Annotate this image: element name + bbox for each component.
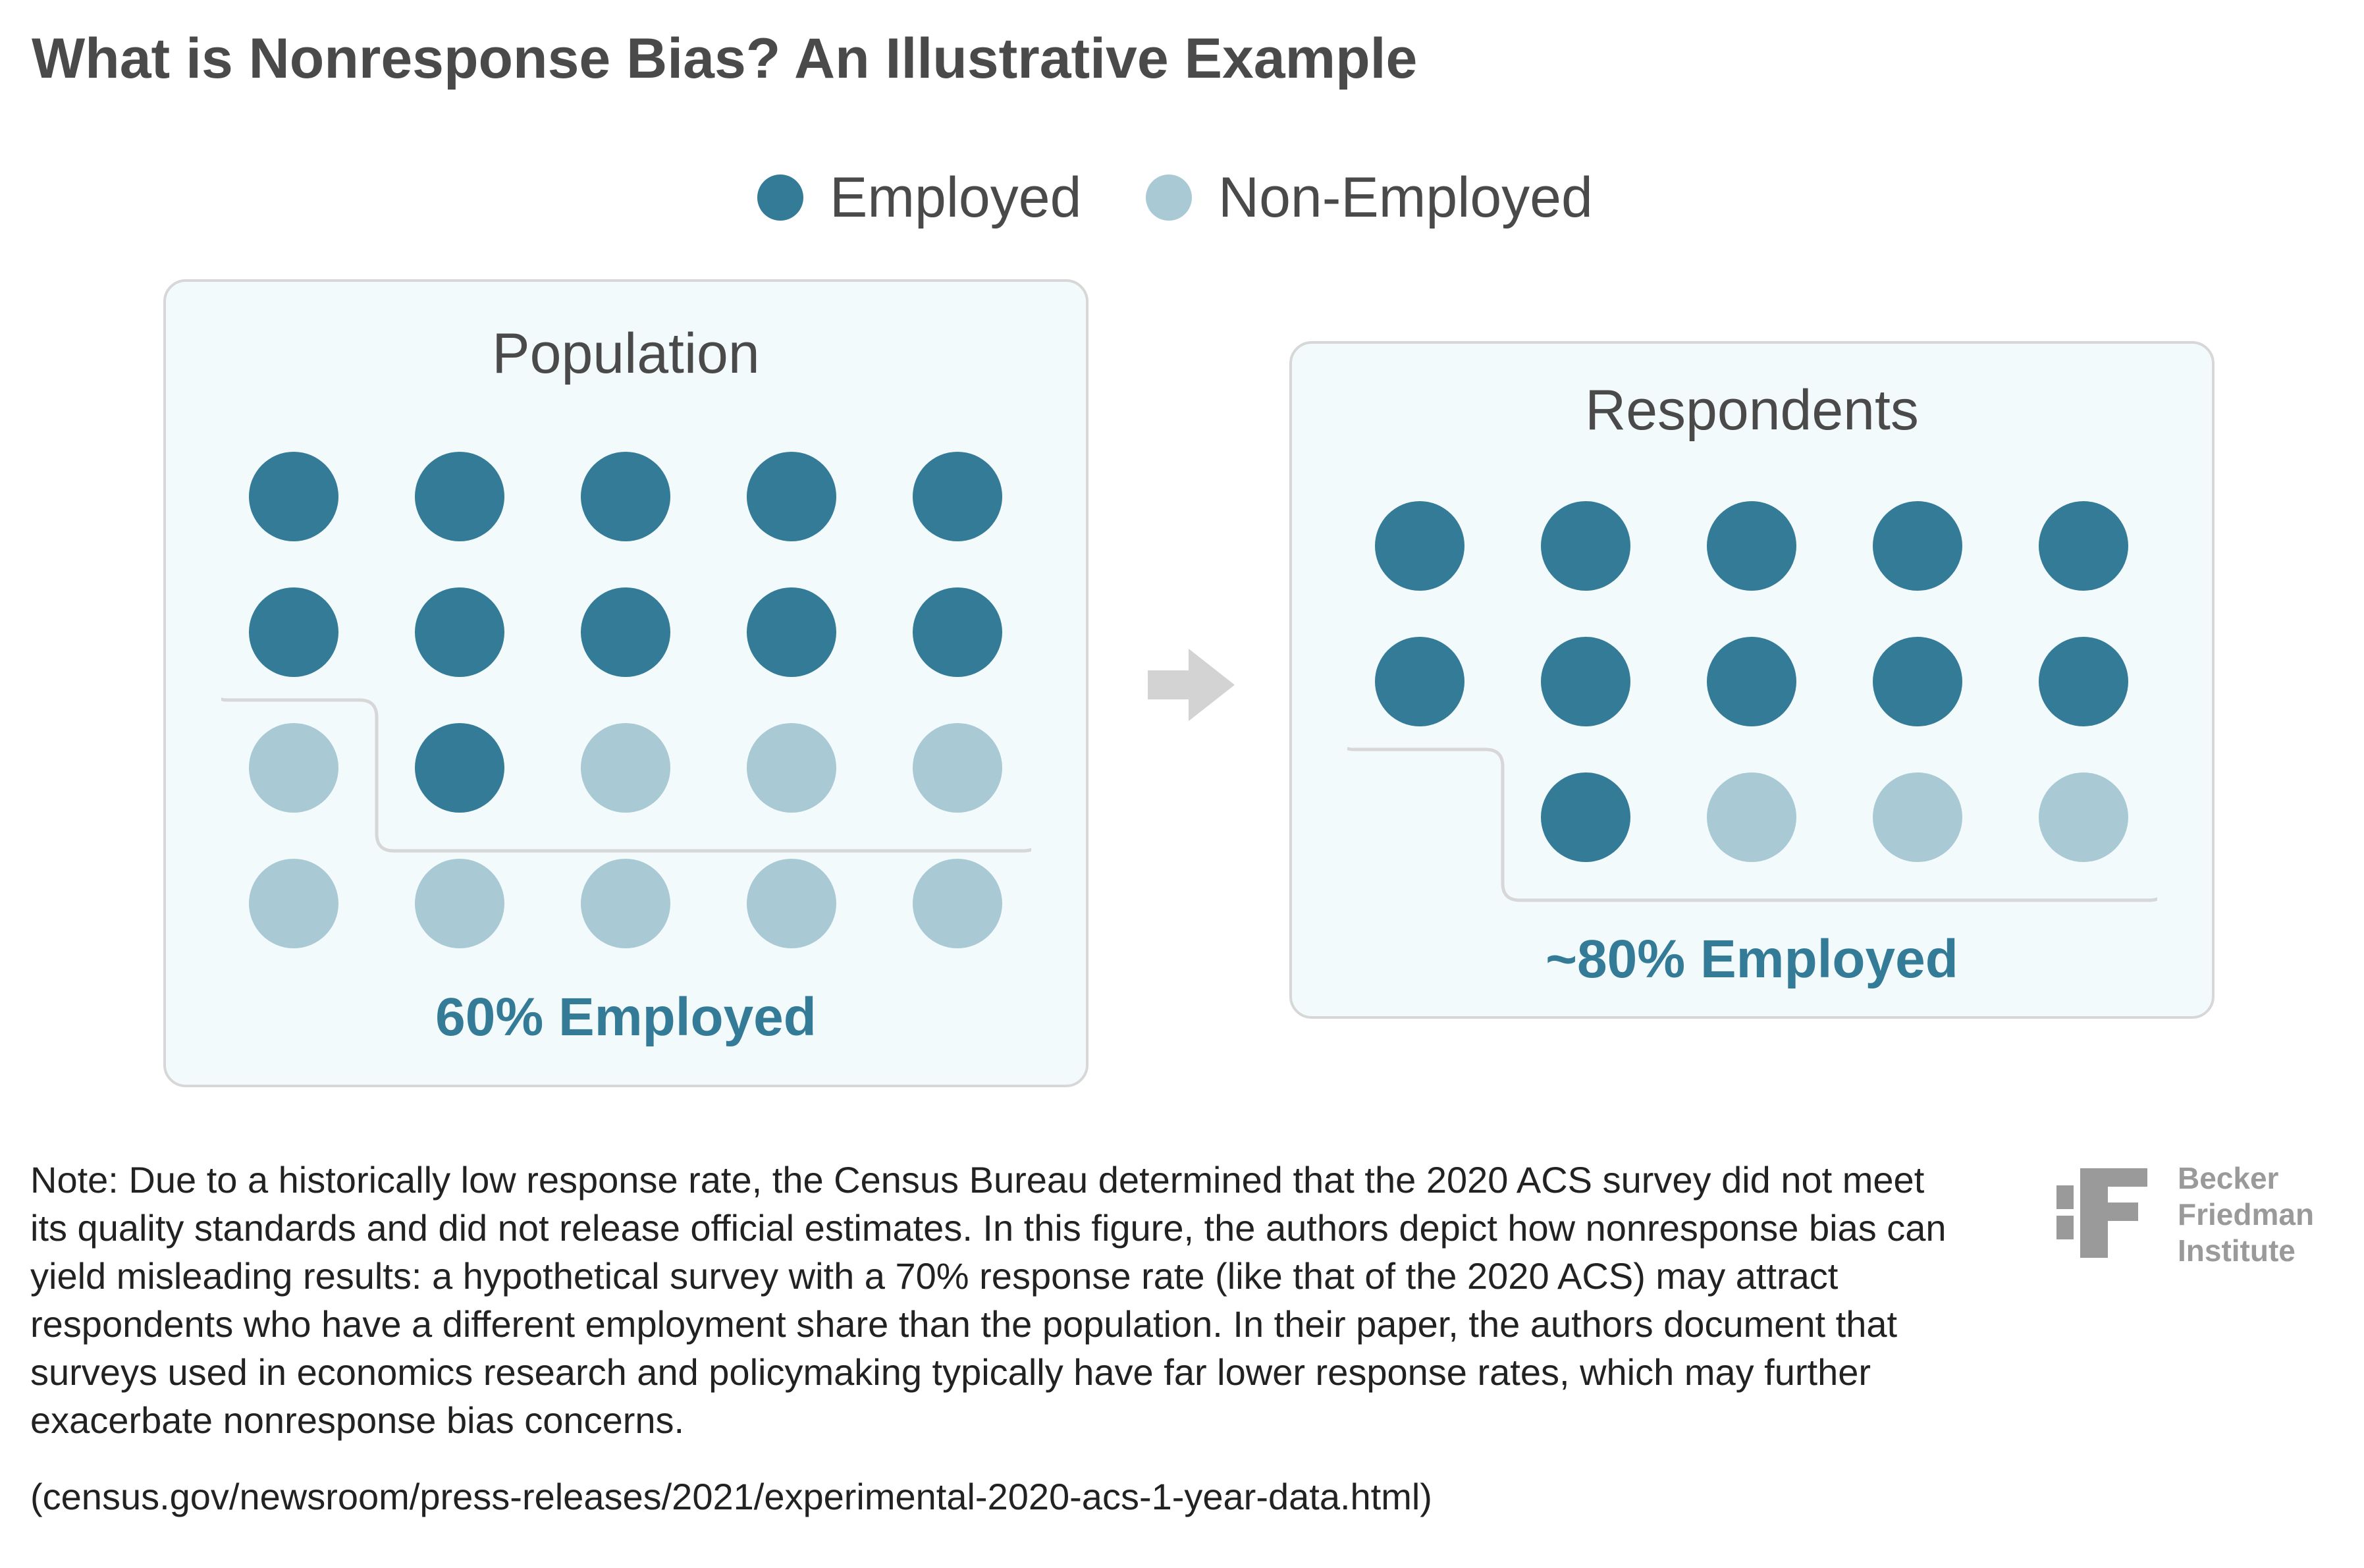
employed-person-dot: [581, 587, 670, 677]
employed-person-dot: [415, 452, 504, 541]
non-employed-person-dot: [913, 859, 1002, 948]
population-dot-grid: [221, 424, 1031, 948]
employed-person-dot: [2039, 501, 2128, 591]
non-employed-person-dot: [1873, 772, 1962, 862]
population-result: 60% Employed: [435, 987, 817, 1047]
source-citation: (census.gov/newsroom/press-releases/2021…: [30, 1476, 1432, 1517]
note-text: Note: Due to a historically low response…: [30, 1159, 1947, 1441]
respondents-dot-grid: [1347, 473, 2157, 902]
employed-person-dot: [249, 452, 338, 541]
employed-person-dot: [1707, 501, 1796, 591]
non-employed-person-dot: [913, 723, 1002, 813]
employed-person-dot: [581, 452, 670, 541]
non-employed-person-dot: [249, 859, 338, 948]
employed-person-dot: [415, 587, 504, 677]
bf-monogram-icon: [2056, 1168, 2147, 1258]
employed-person-dot: [249, 587, 338, 677]
employed-person-dot: [1541, 637, 1630, 726]
employed-person-dot: [2039, 637, 2128, 726]
employed-person-dot: [747, 587, 836, 677]
non-employed-person-dot: [1707, 772, 1796, 862]
employed-person-dot: [747, 452, 836, 541]
logo-wordmark: Becker Friedman Institute: [2178, 1160, 2349, 1269]
respondents-result: ~80% Employed: [1545, 929, 1958, 989]
employed-person-dot: [1541, 501, 1630, 591]
employed-person-dot: [1873, 501, 1962, 591]
non-employed-person-dot: [249, 723, 338, 813]
legend-label-non-employed: Non-Employed: [1218, 165, 1593, 229]
employed-person-dot: [913, 452, 1002, 541]
legend-item-non-employed: Non-Employed: [1146, 161, 1593, 234]
arrow-right-icon: [1148, 649, 1235, 721]
employed-person-dot: [1873, 637, 1962, 726]
logo-line-1: Becker: [2178, 1161, 2279, 1195]
employed-dot-icon: [757, 175, 803, 221]
employed-person-dot: [1541, 772, 1630, 862]
employed-person-dot: [913, 587, 1002, 677]
non-employed-person-dot: [2039, 772, 2128, 862]
becker-friedman-logo: Becker Friedman Institute: [2051, 1159, 2348, 1291]
non-employed-person-dot: [415, 859, 504, 948]
respondents-title: Respondents: [1585, 379, 1919, 442]
legend-item-employed: Employed: [757, 161, 1081, 234]
employed-person-dot: [1375, 637, 1464, 726]
page-title: What is Nonresponse Bias? An Illustrativ…: [32, 27, 1418, 90]
non-employed-person-dot: [581, 723, 670, 813]
non-employed-person-dot: [747, 859, 836, 948]
respondents-panel: Respondents ~80% Employed: [1289, 341, 2215, 1019]
logo-line-3: Institute: [2178, 1233, 2296, 1268]
logo-line-2: Friedman: [2178, 1197, 2315, 1231]
legend: Employed Non-Employed: [0, 161, 2364, 234]
legend-label-employed: Employed: [830, 165, 1082, 229]
employed-person-dot: [1707, 637, 1796, 726]
population-title: Population: [492, 322, 760, 385]
non-employed-person-dot: [747, 723, 836, 813]
non-employed-dot-icon: [1146, 175, 1192, 221]
employed-person-dot: [1375, 501, 1464, 591]
population-panel: Population 60% Employed: [163, 279, 1088, 1087]
employed-person-dot: [415, 723, 504, 813]
non-employed-person-dot: [581, 859, 670, 948]
